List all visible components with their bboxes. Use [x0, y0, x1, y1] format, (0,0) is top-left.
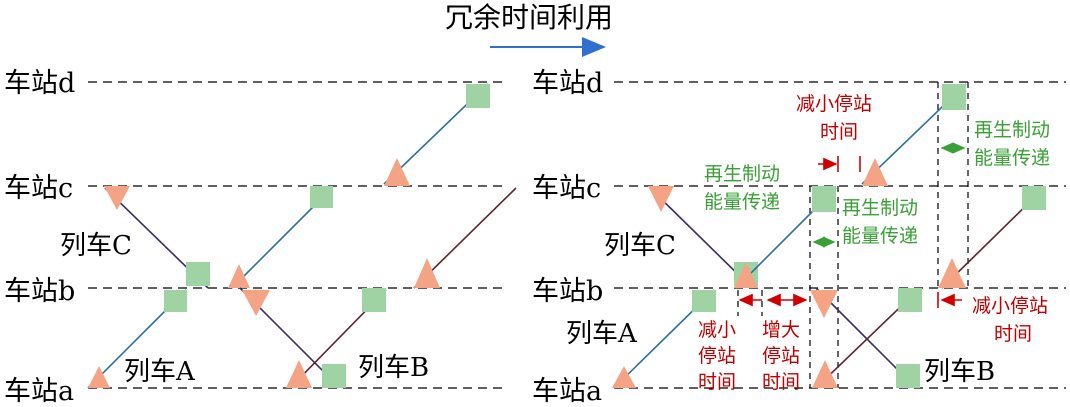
train-a-departure-b-left	[228, 264, 250, 288]
train-b-label-left: 列车B	[358, 353, 429, 383]
train-a-arrival-c-left	[310, 186, 333, 208]
station-label-a-left: 车站a	[4, 376, 74, 407]
station-label-b-right: 车站b	[532, 276, 603, 307]
reduce-dwell-right-line2: 时间	[994, 323, 1032, 345]
regen-transfer-1-line1: 再生制动	[704, 163, 780, 185]
train-a-arrival-b-left	[164, 290, 187, 312]
reduce-dwell-right-line1: 减小停站	[972, 295, 1048, 317]
train-a-label-left: 列车A	[124, 357, 196, 387]
train-d-arrival-b-left	[362, 288, 386, 312]
train-c-label-left: 列车C	[60, 231, 132, 261]
regen-transfer-3-line1: 再生制动	[974, 119, 1050, 141]
reduce-dwell-bottom-left-line1: 减小	[698, 319, 736, 341]
train-b-arrival-a-left	[322, 364, 346, 388]
train-c-departure-marker-right	[648, 186, 674, 212]
left-diagram: 车站d 车站c 车站b 车站a 列车C 列车A 列车B	[4, 68, 517, 407]
reduce-dwell-bottom-left-line3: 时间	[698, 371, 736, 393]
increase-dwell-line1: 增大	[762, 319, 800, 341]
train-a-arrival-d-left	[466, 84, 490, 108]
train-a-departure-b-right	[734, 262, 758, 288]
train-b-arrival-a-right	[896, 364, 920, 388]
increase-dwell-line3: 时间	[762, 371, 800, 393]
train-a-departure-c-right	[862, 158, 888, 186]
regen-transfer-2-line1: 再生制动	[842, 197, 918, 219]
station-label-c-left: 车站c	[4, 173, 73, 204]
train-d-departure-b-right	[938, 258, 966, 288]
train-a-label-right: 列车A	[566, 319, 638, 349]
train-d-arrival-b-right	[898, 288, 922, 312]
reduce-dwell-top-line2: 时间	[820, 121, 858, 143]
train-c-arrival-marker-left	[186, 262, 210, 286]
right-diagram: 车站d 车站c 车站b 车站a 列车C 列车A 列车B	[532, 68, 1066, 407]
train-d-departure-b-left	[414, 258, 440, 288]
train-a-arrival-c-right	[812, 186, 836, 212]
train-c-label-right: 列车C	[604, 231, 676, 261]
train-d-arrival-c-right	[1022, 186, 1046, 210]
train-d-departure-a-left	[286, 360, 312, 388]
reduce-dwell-bottom-left-line2: 停站	[698, 345, 736, 367]
regen-transfer-3-line2: 能量传递	[974, 147, 1050, 169]
train-b-departure-b-right	[810, 290, 838, 318]
station-label-d-right: 车站d	[532, 68, 603, 99]
regen-transfer-1-line2: 能量传递	[704, 191, 780, 213]
train-a-departure-c-left	[384, 158, 410, 186]
train-a-departure-a-left	[88, 366, 110, 388]
train-a-arrival-b-right	[692, 290, 716, 312]
train-c-departure-marker-left	[104, 186, 130, 210]
train-b-label-right: 列车B	[924, 357, 995, 387]
increase-dwell-line2: 停站	[762, 345, 800, 367]
regen-transfer-2-line2: 能量传递	[842, 225, 918, 247]
station-label-c-right: 车站c	[532, 173, 601, 204]
train-a-arrival-d-right	[942, 84, 966, 110]
reduce-dwell-top-line1: 减小停站	[796, 93, 872, 115]
station-label-d-left: 车站d	[4, 68, 75, 99]
station-label-a-right: 车站a	[532, 376, 602, 407]
train-d-departure-a-right	[812, 360, 838, 388]
diagram-title: 冗余时间利用	[445, 1, 613, 34]
station-label-b-left: 车站b	[4, 276, 75, 307]
train-a-departure-a-right	[612, 366, 636, 388]
train-b-departure-b-left	[242, 290, 270, 316]
